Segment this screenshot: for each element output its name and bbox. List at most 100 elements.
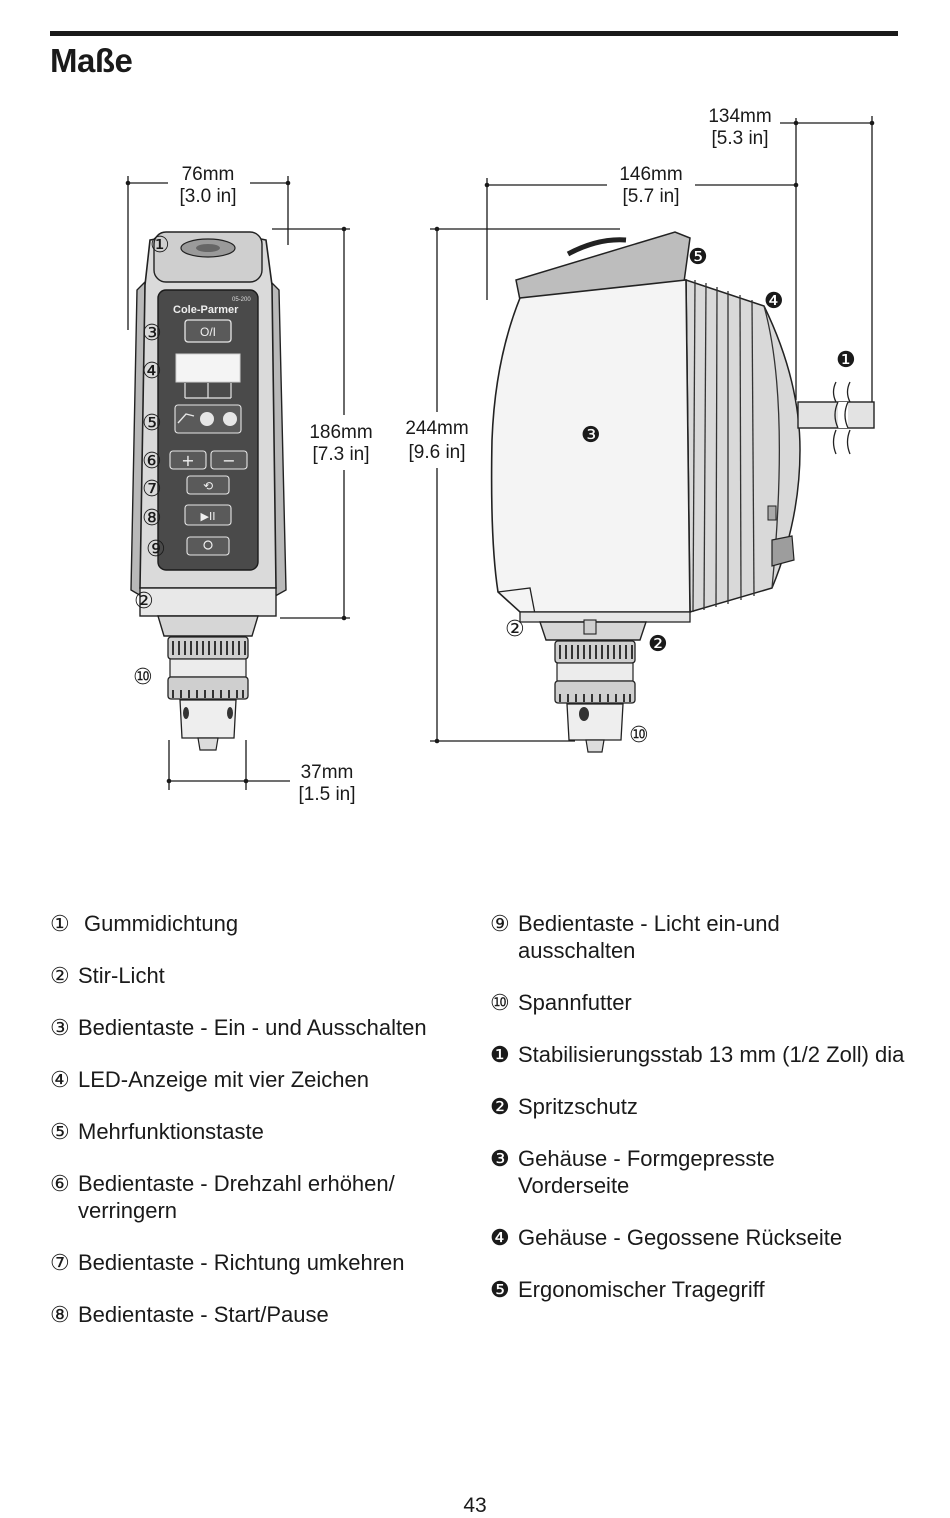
front-callouts: ① ② ③ ④ ⑤ ⑥ ⑦ ⑧ ⑨ ⑩: [133, 233, 170, 690]
legend-number: ⑩: [490, 990, 510, 1015]
side-chuck: [554, 640, 636, 753]
callout-side-3: ❸: [581, 423, 601, 448]
callout-front-8: ⑧: [142, 506, 162, 531]
side-view-device: [490, 231, 875, 753]
legend-number: ⑥: [50, 1171, 70, 1196]
light-button[interactable]: [186, 536, 230, 556]
callout-side-5: ❺: [688, 245, 708, 270]
model-number: 05-200: [232, 297, 251, 303]
legend-number: ①: [50, 911, 70, 936]
legend-number: ❺: [490, 1277, 510, 1302]
dim-chuck-mm: 37mm: [301, 762, 354, 783]
light-bulb-icon: [203, 540, 213, 550]
legend-number: ②: [50, 963, 70, 988]
page-number: 43: [463, 1494, 487, 1517]
legend-text: Bedientaste - Licht ein-und ausschalten: [518, 911, 780, 963]
legend-text: LED-Anzeige mit vier Zeichen: [78, 1067, 370, 1092]
callout-front-7: ⑦: [142, 477, 162, 502]
timer-icon: [223, 412, 237, 426]
legend-text: Bedientaste - Richtung umkehren: [78, 1250, 405, 1275]
callout-side-chuck: ⑩: [629, 723, 649, 748]
dimension-lines: [127, 116, 873, 790]
legend-text: Gehäuse - Formgepresste Vorderseite: [518, 1146, 775, 1198]
plus-icon: +: [181, 451, 194, 470]
power-button[interactable]: [184, 319, 232, 343]
stir-light: [139, 587, 277, 617]
dim-side-depth-in: [5.7 in]: [622, 186, 679, 207]
callout-side-1: ❶: [836, 348, 856, 373]
callout-front-10: ⑩: [133, 665, 153, 690]
legend-item: ❹ Gehäuse - Gegossene Rückseite: [490, 1224, 910, 1251]
legend-item: ⑧ Bedientaste - Start/Pause: [50, 1301, 470, 1328]
front-housing: [490, 279, 691, 613]
legend-text: Gummidichtung: [84, 911, 239, 936]
callout-front-5: ⑤: [142, 411, 162, 436]
start-pause-button[interactable]: [184, 504, 232, 526]
brand-logo: Cole-Parmer: [173, 304, 239, 316]
legend-text: Ergonomischer Tragegriff: [518, 1277, 765, 1302]
dim-side-height-in: [9.6 in]: [408, 442, 465, 463]
legend-number: ⑨: [490, 911, 510, 936]
side-callouts: ❶ ❷ ❸ ❹ ❺ ② ⑩: [505, 245, 856, 748]
callout-side-2: ❷: [648, 632, 668, 657]
play-pause-icon: ▶II: [201, 510, 216, 523]
legend-item: ⑨ Bedientaste - Licht ein-und ausschalten: [490, 910, 838, 964]
callout-front-3: ③: [142, 321, 162, 346]
dim-front-width-mm: 76mm: [182, 164, 235, 185]
legend-number: ❸: [490, 1146, 510, 1171]
legend-text: Bedientaste - Drehzahl erhöhen/ verringe…: [78, 1171, 395, 1223]
dimension-ticks: [125, 120, 875, 784]
callout-front-2: ②: [134, 589, 154, 614]
led-display: [175, 353, 241, 383]
legend-text: Spannfutter: [518, 990, 632, 1015]
dim-front-width-in: [3.0 in]: [179, 186, 236, 207]
dimension-figure: 76mm [3.0 in] 186mm [7.3 in] 37mm [1.5 i…: [125, 106, 875, 805]
legend-number: ⑤: [50, 1119, 70, 1144]
legend-right-column: ⑨ Bedientaste - Licht ein-und ausschalten…: [490, 910, 910, 1328]
legend-item: ⑤ Mehrfunktionstaste: [50, 1118, 470, 1145]
callout-front-4: ④: [142, 359, 162, 384]
legend-number: ❷: [490, 1094, 510, 1119]
legend-number: ❹: [490, 1225, 510, 1250]
legend-text: Bedientaste - Start/Pause: [78, 1302, 329, 1327]
legend-number: ③: [50, 1015, 70, 1040]
reverse-icon: ⟲: [203, 479, 213, 493]
decrease-button[interactable]: [210, 450, 248, 470]
front-chuck: [167, 636, 249, 751]
dim-front-height-in: [7.3 in]: [312, 444, 369, 465]
dim-front-height-mm: 186mm: [309, 422, 372, 443]
clock-icon: [200, 412, 214, 426]
legend-text: Gehäuse - Gegossene Rückseite: [518, 1225, 843, 1250]
callout-side-4: ❹: [764, 289, 784, 314]
legend-item: ② Stir-Licht: [50, 962, 470, 989]
legend-item: ❶ Stabilisierungsstab 13 mm (1/2 Zoll) di…: [490, 1041, 928, 1068]
legend-item: ⑩ Spannfutter: [490, 989, 910, 1016]
callout-front-1: ①: [150, 233, 170, 258]
legend-text: Stir-Licht: [78, 963, 165, 988]
legend-number: ❶: [490, 1042, 510, 1067]
front-view-device: Cole-Parmer 05-200 O/I + − ⟲ ▶II: [130, 231, 287, 751]
page-title: Maße: [50, 42, 133, 79]
legend-number: ⑧: [50, 1302, 70, 1327]
legend-text: Stabilisierungsstab 13 mm (1/2 Zoll) dia: [518, 1042, 905, 1067]
legend-item: ❸ Gehäuse - Formgepresste Vorderseite: [490, 1145, 818, 1199]
carrying-handle: [515, 231, 691, 301]
minus-icon: −: [222, 451, 235, 470]
callout-front-9: ⑨: [146, 537, 166, 562]
increase-button[interactable]: [169, 450, 207, 470]
legend-number: ④: [50, 1067, 70, 1092]
legend-item: ❺ Ergonomischer Tragegriff: [490, 1276, 910, 1303]
reverse-button[interactable]: [186, 475, 230, 495]
legend-item: ① Gummidichtung: [50, 910, 470, 937]
legend-text: Mehrfunktionstaste: [78, 1119, 264, 1144]
dim-side-height-mm: 244mm: [405, 418, 468, 439]
legend-number: ⑦: [50, 1250, 70, 1275]
callout-front-6: ⑥: [142, 449, 162, 474]
dim-chuck-in: [1.5 in]: [298, 784, 355, 805]
legend-item: ④ LED-Anzeige mit vier Zeichen: [50, 1066, 470, 1093]
power-button-label: O/I: [200, 325, 216, 339]
dim-rod-in: [5.3 in]: [711, 128, 768, 149]
